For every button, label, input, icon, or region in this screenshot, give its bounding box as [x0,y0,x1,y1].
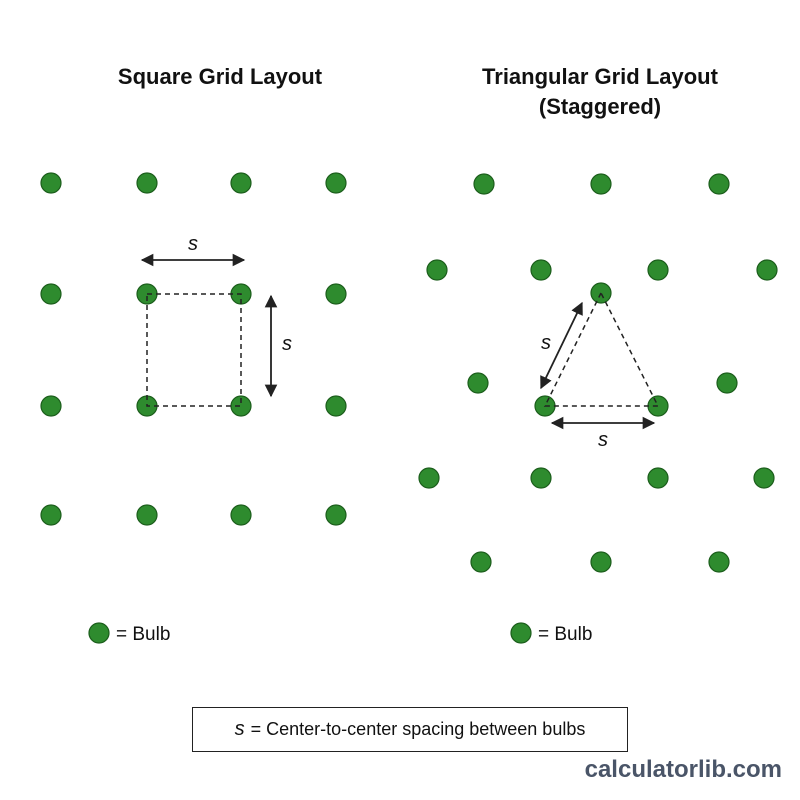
triangular-grid-title-line1: Triangular Grid Layout [482,64,718,89]
triangle-diagonal-spacing-label: s [541,332,551,354]
square-horizontal-spacing-label: s [188,233,198,255]
triangular-grid-title: Triangular Grid Layout (Staggered) [400,62,800,122]
watermark-text: calculatorlib.com [584,756,782,783]
triangular-grid-bulb [590,173,612,195]
triangular-grid-bulb [426,259,448,281]
triangular-grid-bulb [530,259,552,281]
triangular-legend-label: = Bulb [538,624,592,645]
triangular-grid-bulb [647,259,669,281]
square-grid-title-text: Square Grid Layout [117,64,323,89]
square-grid-bulb [325,283,347,305]
square-vertical-spacing-label: s [282,333,292,355]
square-grid-bulb [40,283,62,305]
triangular-grid-bulb [467,372,489,394]
square-dashed-cell [146,293,242,407]
square-grid-bulb [325,172,347,194]
square-grid-bulbs [40,172,347,526]
spacing-definition-text: = Center-to-center spacing between bulbs [250,719,586,739]
watermark-logo: calculatorlib.com [585,756,782,784]
triangular-grid-bulb [756,259,778,281]
square-legend-label: = Bulb [116,624,170,645]
square-legend-bulb-icon [88,622,110,644]
triangular-grid-bulb [716,372,738,394]
triangle-horizontal-spacing-label: s [598,429,608,451]
spacing-definition-symbol: s [234,718,245,740]
square-grid-title: Square Grid Layout [20,62,420,92]
triangular-legend-bulb-icon [510,622,532,644]
triangular-grid-bulb [647,467,669,489]
triangular-grid-bulbs [418,173,778,573]
square-grid-bulb [230,504,252,526]
square-grid-bulb [136,504,158,526]
triangular-grid-bulb [647,395,669,417]
square-grid-bulb [40,172,62,194]
square-grid-bulb [325,395,347,417]
square-grid-bulb [325,504,347,526]
square-grid-bulb [40,395,62,417]
triangular-grid-bulb [753,467,775,489]
spacing-definition-box: s = Center-to-center spacing between bul… [192,707,628,752]
triangle-diagonal-spacing-arrow [540,301,583,390]
triangular-grid-bulb [590,551,612,573]
triangular-grid-bulb [418,467,440,489]
square-grid-bulb [230,172,252,194]
triangle-dashed-cell [543,291,660,407]
triangular-grid-bulb [473,173,495,195]
square-grid-bulb [136,172,158,194]
square-grid-bulb [40,504,62,526]
triangular-grid-bulb [530,467,552,489]
triangular-grid-bulb [708,173,730,195]
square-spacing-cell [146,293,242,407]
triangular-grid-bulb [470,551,492,573]
triangular-grid-title-line2: (Staggered) [538,94,662,119]
triangular-grid-bulb [708,551,730,573]
